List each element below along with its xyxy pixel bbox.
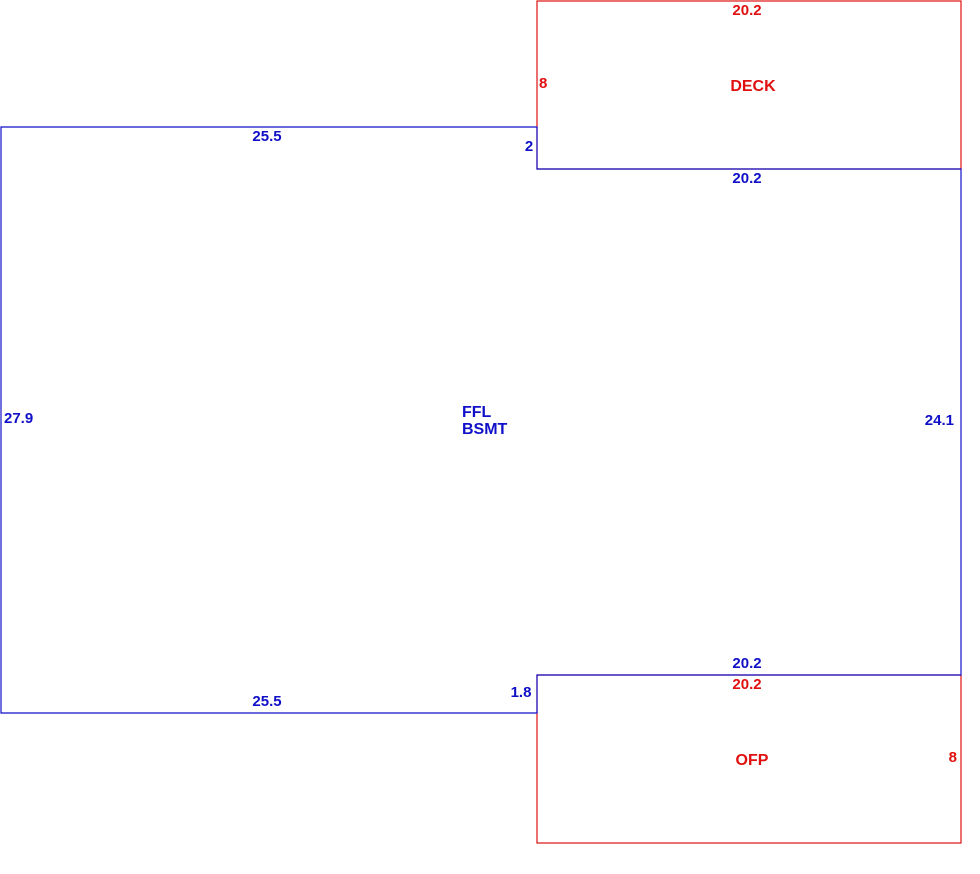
deck-dim-width: 20.2 — [732, 2, 761, 19]
ofp-dim-depth: 8 — [949, 749, 957, 766]
dim-left: 27.9 — [4, 410, 33, 427]
ofp-dim-width: 20.2 — [732, 676, 761, 693]
dim-bottom-left: 25.5 — [252, 693, 281, 710]
dim-right: 24.1 — [925, 412, 954, 429]
dim-top-left: 25.5 — [252, 128, 281, 145]
dim-lower-right-segment: 20.2 — [732, 655, 761, 672]
deck-name: DECK — [730, 78, 776, 95]
dim-step-top: 2 — [525, 138, 533, 155]
dim-step-bottom: 1.8 — [511, 684, 532, 701]
main-area-name-line1: FFL — [462, 404, 492, 421]
deck-dim-depth: 8 — [539, 75, 547, 92]
ofp-name: OFP — [736, 752, 769, 769]
main-area-name-line2: BSMT — [462, 421, 508, 438]
dim-upper-right-segment: 20.2 — [732, 170, 761, 187]
main-area-outline — [0, 126, 962, 714]
